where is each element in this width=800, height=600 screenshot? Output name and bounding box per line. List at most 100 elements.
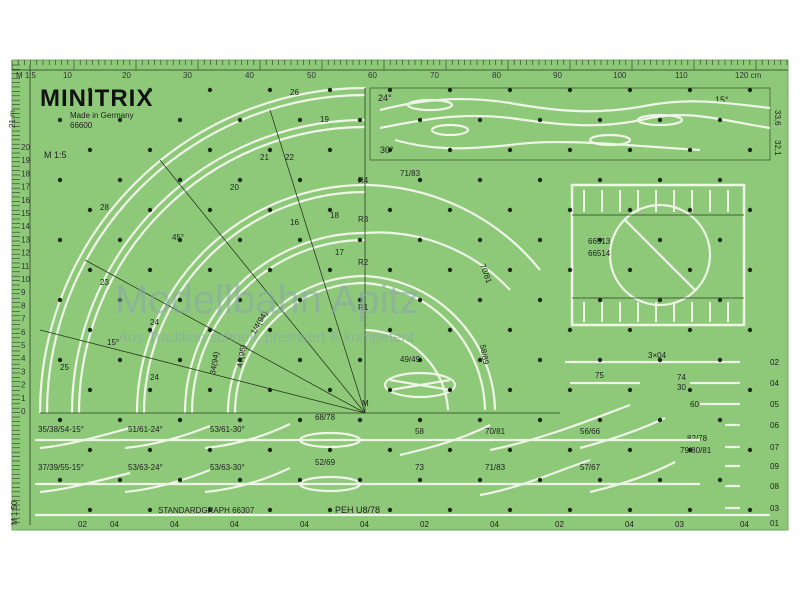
angle-label-15b: 15°	[107, 338, 119, 347]
pin-hole	[597, 417, 603, 423]
pin-hole	[597, 117, 603, 123]
pin-hole	[207, 207, 213, 213]
scale-label: M 1:5	[44, 150, 67, 160]
pin-hole	[507, 207, 513, 213]
straight-track-templates	[565, 360, 740, 510]
pin-hole	[507, 447, 513, 453]
bottom-row-labels: 02 04 04 04 04 04 02 04 02 04 03 04	[78, 520, 749, 529]
pin-hole	[327, 147, 333, 153]
pin-hole	[387, 147, 393, 153]
pin-hole	[387, 267, 393, 273]
turnout-label: 53/61-30°	[210, 425, 245, 434]
standardgraph-label: STANDARDGRAPH 66307	[158, 506, 255, 515]
pin-hole	[717, 237, 723, 243]
track-piece-label: 79/80/81	[680, 446, 712, 455]
top-ruler-tick-label: 20	[122, 71, 131, 80]
pin-hole	[447, 327, 453, 333]
pin-hole	[507, 387, 513, 393]
pin-hole	[687, 147, 693, 153]
pin-hole	[567, 147, 573, 153]
top-ruler-tick-label: 50	[307, 71, 316, 80]
arc-number: 17	[335, 248, 344, 257]
pin-hole	[507, 327, 513, 333]
track-piece-label: 02	[770, 358, 779, 367]
radius-label-r2: R2	[358, 258, 369, 267]
pin-hole	[477, 117, 483, 123]
track-piece-label: 75	[595, 371, 604, 380]
pin-hole	[267, 447, 273, 453]
top-ruler-tick-label: 100	[613, 71, 627, 80]
pin-hole	[327, 387, 333, 393]
pin-hole	[567, 267, 573, 273]
curve-radius-3	[70, 118, 366, 414]
angle-label-30: 30°	[380, 145, 394, 155]
arc-number: 20	[230, 183, 239, 192]
pin-hole	[87, 147, 93, 153]
pin-hole	[507, 147, 513, 153]
pin-hole	[207, 507, 213, 513]
pin-hole	[117, 117, 123, 123]
pin-hole	[207, 87, 213, 93]
turnout-label: 58	[415, 427, 424, 436]
pin-hole	[147, 507, 153, 513]
left-ruler-number: 16	[21, 196, 30, 205]
turnout-label: 56/66	[580, 427, 601, 436]
pin-hole	[627, 387, 633, 393]
angle-label-24: 24°	[378, 93, 392, 103]
pin-hole	[747, 267, 753, 273]
pin-hole	[627, 447, 633, 453]
bottom-label: 04	[300, 520, 309, 529]
pin-hole	[267, 207, 273, 213]
track-piece-label: 08	[770, 482, 779, 491]
pin-hole	[537, 477, 543, 483]
pin-hole	[477, 177, 483, 183]
left-ruler-number: 13	[21, 235, 30, 244]
pin-hole	[387, 87, 393, 93]
pin-hole	[687, 507, 693, 513]
pin-hole	[447, 87, 453, 93]
left-ruler-number: 5	[21, 341, 26, 350]
arc-number: 23	[100, 278, 109, 287]
track-piece-label: 06	[770, 421, 779, 430]
pin-hole	[597, 297, 603, 303]
pin-hole	[87, 207, 93, 213]
track-piece-label: 30	[677, 383, 686, 392]
diamond-crossing	[383, 371, 457, 399]
pin-hole	[657, 117, 663, 123]
pin-hole	[597, 477, 603, 483]
pin-hole	[357, 237, 363, 243]
pin-hole	[177, 117, 183, 123]
radius-label-r4: R4	[358, 176, 369, 185]
pin-hole	[627, 507, 633, 513]
pin-hole	[477, 237, 483, 243]
left-ruler-number: 9	[21, 288, 26, 297]
pin-hole	[87, 387, 93, 393]
pin-hole	[627, 87, 633, 93]
pin-hole	[597, 237, 603, 243]
bottom-label: 04	[625, 520, 634, 529]
pin-hole	[147, 387, 153, 393]
pin-hole	[177, 297, 183, 303]
left-ruler-top-label: 21 m	[8, 110, 17, 128]
track-piece-label: 74	[677, 373, 686, 382]
pin-hole	[627, 327, 633, 333]
pin-hole	[267, 507, 273, 513]
pin-hole	[687, 207, 693, 213]
dimension-label: 32,1	[773, 140, 782, 156]
angle-label-15: 15°	[715, 95, 729, 105]
pin-hole	[717, 297, 723, 303]
pin-hole	[507, 507, 513, 513]
left-ruler-number: 4	[21, 354, 26, 363]
pin-hole	[387, 327, 393, 333]
left-ruler-number: 19	[21, 156, 30, 165]
pin-hole	[447, 207, 453, 213]
pin-hole	[297, 177, 303, 183]
turnout-label: 71/83	[485, 463, 506, 472]
track-piece-label: 07	[770, 443, 779, 452]
pin-hole	[447, 387, 453, 393]
top-ruler-tick-label: 40	[245, 71, 254, 80]
left-ruler-number: 1	[21, 394, 26, 403]
left-ruler-number: 6	[21, 328, 26, 337]
pin-hole	[717, 117, 723, 123]
pin-hole	[237, 177, 243, 183]
